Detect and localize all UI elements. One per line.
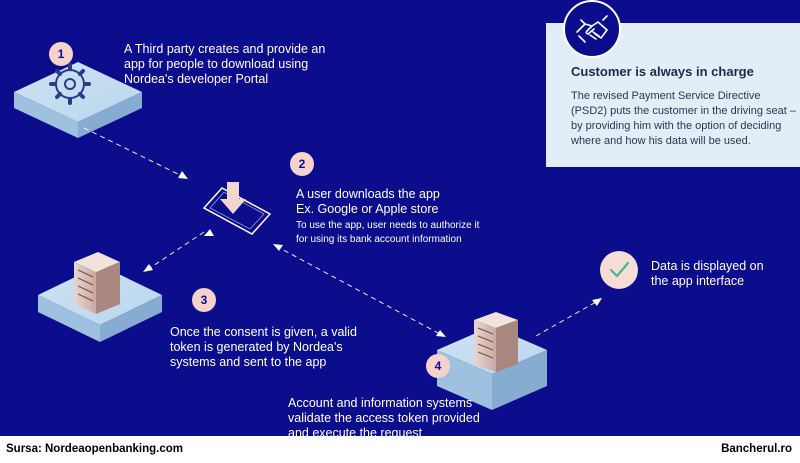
- connector-arrowheads: [143, 171, 602, 337]
- check-icon: [600, 251, 638, 289]
- image-footer: Sursa: Nordeaopenbanking.com Bancherul.r…: [0, 436, 800, 463]
- step-badge-4: 4: [426, 354, 450, 378]
- server-icon-3: [74, 252, 120, 314]
- handshake-icon: [563, 0, 621, 58]
- diagram-graphics: [14, 62, 638, 410]
- callout-body: The revised Payment Service Directive (P…: [571, 90, 796, 147]
- step-badge-3: 3: [192, 288, 216, 312]
- source-credit: Sursa: Nordeaopenbanking.com: [6, 443, 184, 455]
- phone-icon: [202, 182, 272, 235]
- info-callout: Customer is always in charge The revised…: [546, 23, 800, 167]
- display-text: Data is displayed on the app interface: [651, 259, 764, 288]
- step-2-subtext: To use the app, user needs to authorize …: [296, 220, 480, 245]
- step-1-text: A Third party creates and provide an app…: [124, 42, 326, 86]
- callout-title: Customer is always in charge: [571, 64, 754, 79]
- step-badge-2: 2: [290, 152, 314, 176]
- step-badge-1: 1: [49, 42, 73, 66]
- connector-lines: [83, 127, 597, 337]
- server-icon-4: [474, 312, 518, 372]
- step-2-text: A user downloads the app Ex. Google or A…: [296, 187, 440, 216]
- step-3-text: Once the consent is given, a valid token…: [170, 325, 357, 369]
- gear-icon: [49, 63, 91, 105]
- platform-1: [14, 62, 142, 138]
- step-4-text: Account and information systems validate…: [288, 396, 480, 436]
- brand-credit: Bancherul.ro: [721, 443, 792, 455]
- diagram-canvas: 1 2 3 4 A Third party creates and provid…: [0, 0, 800, 436]
